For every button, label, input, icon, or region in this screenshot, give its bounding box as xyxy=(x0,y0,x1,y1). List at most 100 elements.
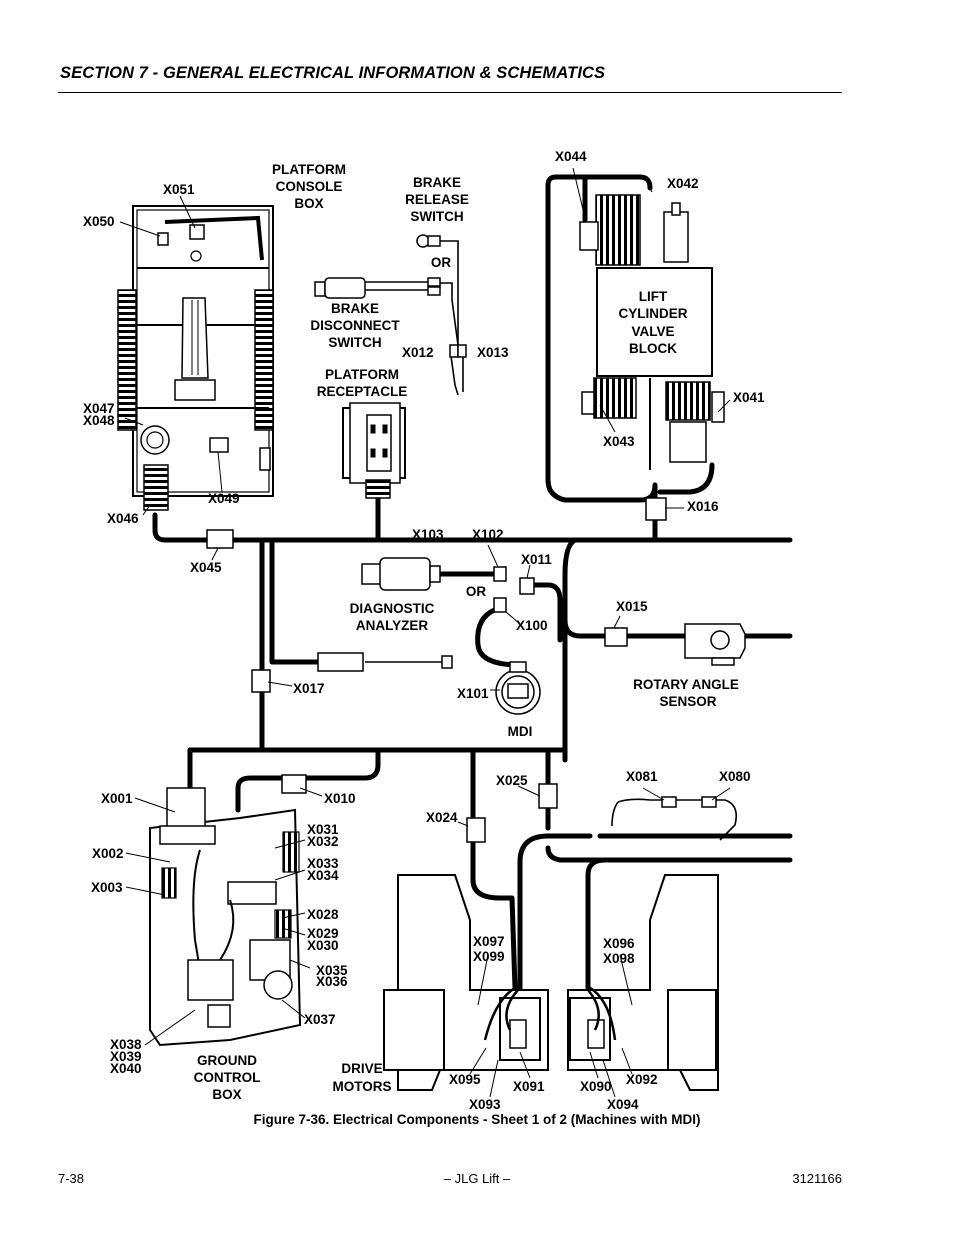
label-x024: X024 xyxy=(426,810,458,825)
label-x049: X049 xyxy=(208,491,240,506)
label-drive-motors-line1: DRIVE xyxy=(341,1061,382,1076)
diagnostic-analyzer xyxy=(361,557,441,591)
label-x015: X015 xyxy=(616,599,648,614)
label-x097: X097 xyxy=(473,934,505,949)
label-x040: X040 xyxy=(110,1061,142,1076)
leader-lines xyxy=(119,167,731,1098)
label-ground-control-line3: BOX xyxy=(212,1087,241,1102)
label-x080: X080 xyxy=(719,769,751,784)
label-x038: X038 xyxy=(110,1037,142,1052)
page-number: 7-38 xyxy=(58,1171,85,1186)
label-x046: X046 xyxy=(107,511,139,526)
label-x043: X043 xyxy=(603,434,635,449)
label-x039: X039 xyxy=(110,1049,142,1064)
ground-control-box xyxy=(149,787,302,1047)
label-x091: X091 xyxy=(513,1079,545,1094)
label-x016: X016 xyxy=(687,499,719,514)
label-valve-block-line2: CYLINDER xyxy=(618,306,687,321)
label-x095: X095 xyxy=(449,1072,481,1087)
mdi-unit xyxy=(495,661,541,715)
label-or-1: OR xyxy=(431,255,452,270)
label-x002: X002 xyxy=(92,846,124,861)
rotary-angle-sensor xyxy=(684,623,746,666)
label-x036: X036 xyxy=(316,974,348,989)
label-rotary-angle-line1: ROTARY ANGLE xyxy=(633,677,739,692)
label-x012: X012 xyxy=(402,345,434,360)
label-platform-console-line2: CONSOLE xyxy=(276,179,343,194)
label-x092: X092 xyxy=(626,1072,658,1087)
label-brake-disconnect-line1: BRAKE xyxy=(331,301,379,316)
label-x051: X051 xyxy=(163,182,195,197)
label-x042: X042 xyxy=(667,176,699,191)
label-x033: X033 xyxy=(307,856,339,871)
label-x047: X047 xyxy=(83,401,115,416)
connector-labels: X044 X042 X051 X050 X012 X013 X041 X043 … xyxy=(83,149,765,1112)
label-x044: X044 xyxy=(555,149,587,164)
doc-number: 3121166 xyxy=(792,1171,842,1186)
label-ground-control-line1: GROUND xyxy=(197,1053,257,1068)
label-drive-motors-line2: MOTORS xyxy=(332,1079,391,1094)
label-valve-block-line1: LIFT xyxy=(639,289,668,304)
figure-caption: Figure 7-36. Electrical Components - She… xyxy=(253,1112,701,1127)
inline-module xyxy=(317,652,453,672)
label-brake-release-line1: BRAKE xyxy=(413,175,461,190)
label-mdi: MDI xyxy=(508,724,533,739)
label-x001: X001 xyxy=(101,791,133,806)
label-brake-disconnect-line2: DISCONNECT xyxy=(310,318,400,333)
section-title: SECTION 7 - GENERAL ELECTRICAL INFORMATI… xyxy=(60,64,606,82)
footer-center: – JLG Lift – xyxy=(443,1171,511,1186)
label-rotary-angle-line2: SENSOR xyxy=(659,694,716,709)
label-valve-block-line4: BLOCK xyxy=(629,341,677,356)
inline-connectors xyxy=(206,497,717,843)
label-x010: X010 xyxy=(324,791,356,806)
lift-cylinder-valve-block xyxy=(579,194,725,470)
label-x013: X013 xyxy=(477,345,509,360)
label-x050: X050 xyxy=(83,214,115,229)
label-brake-release-line2: RELEASE xyxy=(405,192,469,207)
component-labels: PLATFORM CONSOLE BOX BRAKE RELEASE SWITC… xyxy=(194,162,739,1102)
label-x030: X030 xyxy=(307,938,339,953)
label-x098: X098 xyxy=(603,951,635,966)
label-x045: X045 xyxy=(190,560,222,575)
label-x041: X041 xyxy=(733,390,765,405)
label-x017: X017 xyxy=(293,681,325,696)
label-x029: X029 xyxy=(307,926,339,941)
label-platform-console-line1: PLATFORM xyxy=(272,162,346,177)
label-x031: X031 xyxy=(307,822,339,837)
label-x102: X102 xyxy=(472,527,504,542)
label-x011: X011 xyxy=(521,552,552,567)
platform-receptacle xyxy=(342,402,406,499)
label-x032: X032 xyxy=(307,834,339,849)
label-x028: X028 xyxy=(307,907,339,922)
label-brake-disconnect-line3: SWITCH xyxy=(328,335,381,350)
brake-release-switch xyxy=(416,234,441,248)
label-diagnostic-analyzer-line1: DIAGNOSTIC xyxy=(350,601,435,616)
label-platform-receptacle-line2: RECEPTACLE xyxy=(317,384,408,399)
label-x090: X090 xyxy=(580,1079,612,1094)
label-x101: X101 xyxy=(457,686,489,701)
x012-x013-connector xyxy=(449,344,467,358)
label-platform-console-line3: BOX xyxy=(294,196,323,211)
label-x093: X093 xyxy=(469,1097,501,1112)
label-diagnostic-analyzer-line2: ANALYZER xyxy=(356,618,429,633)
platform-console-box xyxy=(117,205,274,511)
drive-motor-right xyxy=(567,874,719,1091)
label-x037: X037 xyxy=(304,1012,336,1027)
main-harness xyxy=(150,174,793,991)
drive-motor-wiring xyxy=(483,986,617,1041)
drive-motor-left xyxy=(383,874,549,1091)
label-x034: X034 xyxy=(307,868,339,883)
label-x096: X096 xyxy=(603,936,635,951)
label-x103: X103 xyxy=(412,527,444,542)
label-platform-receptacle-line1: PLATFORM xyxy=(325,367,399,382)
brake-disconnect-switch xyxy=(314,277,441,299)
label-or-2: OR xyxy=(466,584,487,599)
label-x048: X048 xyxy=(83,413,115,428)
label-x025: X025 xyxy=(496,773,528,788)
label-x099: X099 xyxy=(473,949,505,964)
label-x081: X081 xyxy=(626,769,658,784)
label-valve-block-line3: VALVE xyxy=(631,324,674,339)
label-x100: X100 xyxy=(516,618,548,633)
label-x094: X094 xyxy=(607,1097,639,1112)
